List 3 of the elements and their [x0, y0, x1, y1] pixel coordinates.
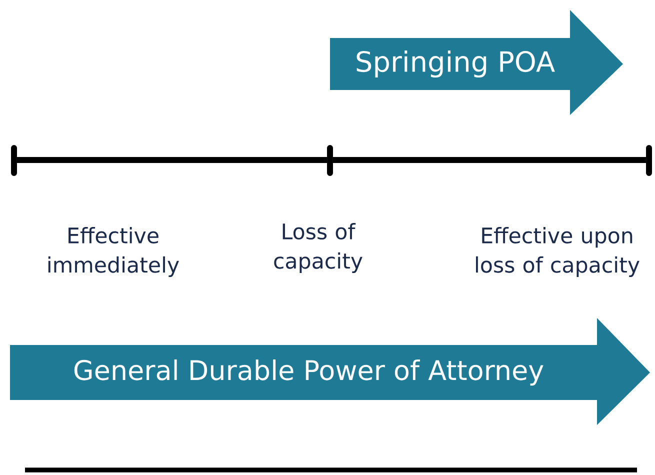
timeline-label: Effective immediately: [48, 227, 179, 277]
timeline-label: Loss of capacity: [274, 223, 362, 273]
timeline-label: Effective upon loss of capacity: [476, 227, 640, 277]
